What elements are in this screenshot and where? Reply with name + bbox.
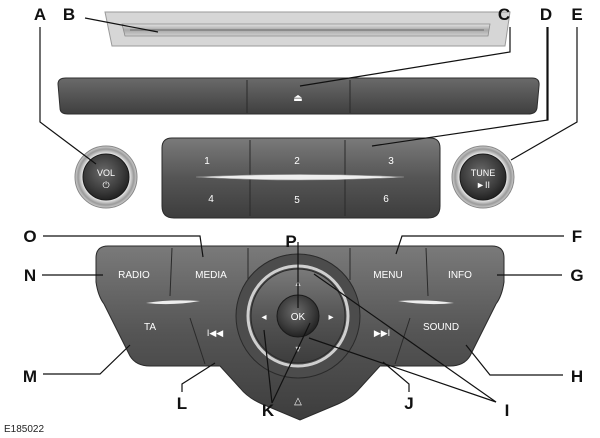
- callout-e: E: [571, 5, 582, 24]
- menu-button[interactable]: MENU: [373, 270, 402, 281]
- callout-j: J: [404, 394, 413, 413]
- preset-6-label[interactable]: 6: [383, 194, 389, 205]
- eject-strip: ⏏: [57, 77, 540, 115]
- callout-g: G: [570, 266, 583, 285]
- callout-k: K: [262, 401, 275, 420]
- tune-knob[interactable]: TUNE ►II: [451, 145, 515, 209]
- preset-2-label[interactable]: 2: [294, 156, 300, 167]
- hazard-icon[interactable]: △: [294, 396, 302, 407]
- volume-label: VOL: [97, 168, 115, 178]
- callout-h: H: [571, 367, 583, 386]
- eject-icon[interactable]: ⏏: [293, 93, 302, 104]
- callout-c: C: [498, 5, 510, 24]
- callout-o: O: [23, 227, 36, 246]
- info-button[interactable]: INFO: [448, 270, 472, 281]
- play-pause-icon: ►II: [476, 180, 490, 190]
- volume-knob[interactable]: VOL ⏻: [74, 145, 138, 209]
- preset-block: 1 2 3 4 5 6: [161, 137, 441, 219]
- tune-label: TUNE: [471, 168, 496, 178]
- seek-forward-icon[interactable]: ▶▶I: [374, 328, 390, 338]
- callout-labels: A B C D E F G H I J K L M N O P: [23, 5, 584, 420]
- preset-1-label[interactable]: 1: [204, 156, 210, 167]
- preset-3-label[interactable]: 3: [388, 156, 394, 167]
- preset-4-label[interactable]: 4: [208, 194, 214, 205]
- callout-a: A: [34, 5, 46, 24]
- callout-f: F: [572, 227, 582, 246]
- left-arrow-icon[interactable]: ◂: [261, 312, 266, 323]
- callout-l: L: [177, 394, 187, 413]
- media-button[interactable]: MEDIA: [195, 270, 227, 281]
- callout-n: N: [24, 266, 36, 285]
- preset-5-label[interactable]: 5: [294, 195, 300, 206]
- seek-back-icon[interactable]: I◀◀: [207, 328, 223, 338]
- callout-m: M: [23, 367, 37, 386]
- callout-b: B: [63, 5, 75, 24]
- ta-button[interactable]: TA: [144, 322, 156, 333]
- ok-label: OK: [291, 312, 306, 323]
- callout-i: I: [505, 401, 510, 420]
- right-arrow-icon[interactable]: ▸: [328, 312, 333, 323]
- power-icon: ⏻: [102, 180, 109, 190]
- callout-d: D: [540, 5, 552, 24]
- cd-slot[interactable]: [104, 11, 511, 47]
- callout-p: P: [285, 232, 296, 251]
- radio-button[interactable]: RADIO: [118, 270, 150, 281]
- sound-button[interactable]: SOUND: [423, 322, 459, 333]
- leader-lines: [39, 17, 578, 404]
- figure-id: E185022: [4, 424, 44, 435]
